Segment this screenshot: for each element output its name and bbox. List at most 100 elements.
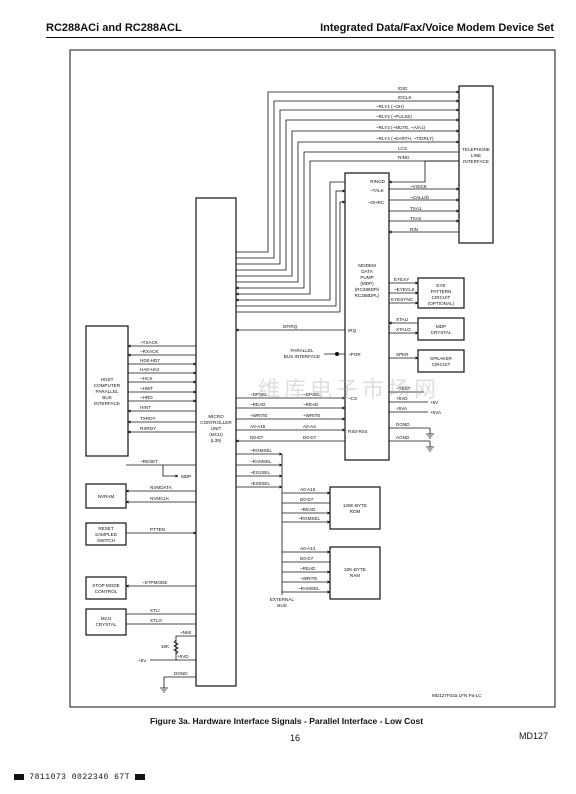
host-interface-box xyxy=(85,325,129,457)
rom-sig-d: D0-D7 xyxy=(300,497,314,502)
sig-nvmclk: NVMCLK xyxy=(150,496,170,501)
host-title-5: INTERFACE xyxy=(94,401,120,406)
sig-xtalo: XTALO xyxy=(396,327,411,332)
ram-box xyxy=(329,546,381,600)
sig-eyexy: EYEXY xyxy=(394,277,409,282)
sig-spkr: SPKR xyxy=(396,352,409,357)
mdp-sig-d0d7: D0-D7 xyxy=(303,435,317,440)
reset-switch-title-2: SAMPLED xyxy=(95,532,118,537)
sig-hd: HD0-HD7 xyxy=(140,358,160,363)
barcode-text: 7811073 0022340 67T xyxy=(29,773,131,782)
sig-idig: IDIG xyxy=(398,86,408,91)
host-title-4: BUS xyxy=(102,395,111,400)
sig-agnd: AGND xyxy=(396,435,410,440)
sig-ringd: RINGD xyxy=(370,179,385,184)
nmi-resistor xyxy=(173,639,179,655)
sig-lcs: LCS xyxy=(398,146,407,151)
mcu-mdp-wires xyxy=(235,396,346,443)
mcu-title-5: (L39) xyxy=(211,438,222,443)
parallel-bus-label-1: PARALLEL xyxy=(291,348,314,353)
pump-title-4: (MDP) xyxy=(360,281,374,286)
sig-dgnd-mdp: DGND xyxy=(396,422,410,427)
sig-es1sel: ~ES1SEL xyxy=(250,470,270,475)
ground-symbol-mcu xyxy=(160,687,168,693)
doc-id: MD127 xyxy=(519,731,549,741)
header-left: RC288ACi and RC288ACL xyxy=(46,22,182,34)
mcu-crystal-box xyxy=(85,608,127,636)
mcu-tli-wires xyxy=(235,90,460,313)
speaker-title-1: SPEAKER xyxy=(430,356,452,361)
left-periph-wires xyxy=(125,464,197,688)
sig-5va: +5VA xyxy=(396,406,408,411)
mcu-title-2: CONTROLLER xyxy=(200,420,232,425)
reset-switch-box xyxy=(85,522,127,546)
sig-hint: HINT xyxy=(140,405,151,410)
mdp-periph-wires xyxy=(388,281,430,442)
sig-nvmdata: NVMDATA xyxy=(150,485,173,490)
sig-ohrc: ~OHRC xyxy=(368,200,385,205)
sig-rin: RIN xyxy=(410,227,418,232)
external-bus-label-2: BUS xyxy=(277,603,286,608)
external-bus-wires xyxy=(281,454,331,595)
telephone-line-interface-box xyxy=(458,85,494,244)
pump-title-6: RC288DPL) xyxy=(355,293,380,298)
pump-title-2: DATA xyxy=(361,269,374,274)
host-mcu-wires xyxy=(127,344,197,434)
sig-xtali: XTALI xyxy=(396,317,408,322)
sig-rxack: ~RXACK xyxy=(140,349,159,354)
mcu-sig-d0d7: D0-D7 xyxy=(250,435,264,440)
mdp-sig-read: ~READ xyxy=(303,402,319,407)
figure-caption: Figure 3a. Hardware Interface Signals - … xyxy=(150,716,424,726)
rom-title-2: ROM xyxy=(350,509,361,514)
sig-nmi-5v: +5V xyxy=(138,658,147,663)
figure-ref: MD127F03a 1FN Pa-LC xyxy=(432,693,482,698)
mdp-crystal-title-2: CRYSTAL xyxy=(431,330,452,335)
mcu-crystal-title-2: CRYSTAL xyxy=(96,622,117,627)
sig-5vd: +5VD xyxy=(396,396,408,401)
sig-rly4: ~RLY4 (~EARTH, ~T/DRLY) xyxy=(376,136,434,141)
sig-romsel: ~ROMSEL xyxy=(250,448,273,453)
sig-es0sel: ~ES0SEL xyxy=(250,481,270,486)
telephone-title-2: LINE xyxy=(471,153,481,158)
reset-switch-title-1: RESET xyxy=(98,526,114,531)
sig-idclk: IDCLK xyxy=(398,95,412,100)
sig-rly2: ~RLY2 (~PULSE) xyxy=(376,114,412,119)
ground-symbols-mdp xyxy=(426,428,434,452)
watermark: 维库电子市场网 xyxy=(258,378,441,403)
ram-sig-write: ~WRITE xyxy=(300,576,317,581)
host-title-2: COMPUTER xyxy=(94,383,121,388)
reset-switch-title-3: SWITCH xyxy=(97,538,115,543)
sig-txrdy: TXRDY xyxy=(140,416,156,421)
sig-dfirq: DFIRQ xyxy=(283,324,298,329)
sig-irq: IRQ xyxy=(348,328,357,333)
telephone-title-3: INTERFACE xyxy=(463,159,489,164)
mcu-title-4: (MCU) xyxy=(209,432,223,437)
sig-dgnd-mcu: DGND xyxy=(174,671,188,676)
mdp-sig-a0a4: A0-A4 xyxy=(303,424,316,429)
sig-rly3: ~RLY3 (~MUTE, ~A/A1) xyxy=(376,125,426,130)
sig-ptten: PTTEN xyxy=(150,527,165,532)
sig-ramsel: ~RAMSEL xyxy=(250,459,272,464)
stop-mode-box xyxy=(85,576,127,600)
sig-por: ~POR xyxy=(348,352,361,357)
ram-sig-read: ~READ xyxy=(300,566,316,571)
external-bus-label-1: EXTERNAL xyxy=(270,597,295,602)
ram-title-1: 32K-BYTE xyxy=(344,567,366,572)
stop-mode-title-1: STOP MODE xyxy=(92,583,119,588)
modem-data-pump-box xyxy=(344,172,390,461)
ram-title-2: RAM xyxy=(350,573,360,578)
mcu-sig-write: ~WRITE xyxy=(250,413,267,418)
mcu-sig-read: ~READ xyxy=(250,402,266,407)
sig-hwt: ~HWT xyxy=(140,386,153,391)
sig-5v: +5V xyxy=(430,400,439,405)
mdp-pin-cs: ~CS xyxy=(348,396,357,401)
sig-reset-mdp: MDP xyxy=(181,474,191,479)
sig-talk: ~TALK xyxy=(370,188,385,193)
ram-sig-a: A0-A14 xyxy=(300,546,316,551)
page-number: 16 xyxy=(290,733,301,743)
eye-title-3: CIRCUIT xyxy=(432,295,451,300)
sig-xtli: XTLI xyxy=(150,608,160,613)
nvram-box xyxy=(85,483,127,509)
sig-eyeclk: ~EYECLK xyxy=(394,287,416,292)
